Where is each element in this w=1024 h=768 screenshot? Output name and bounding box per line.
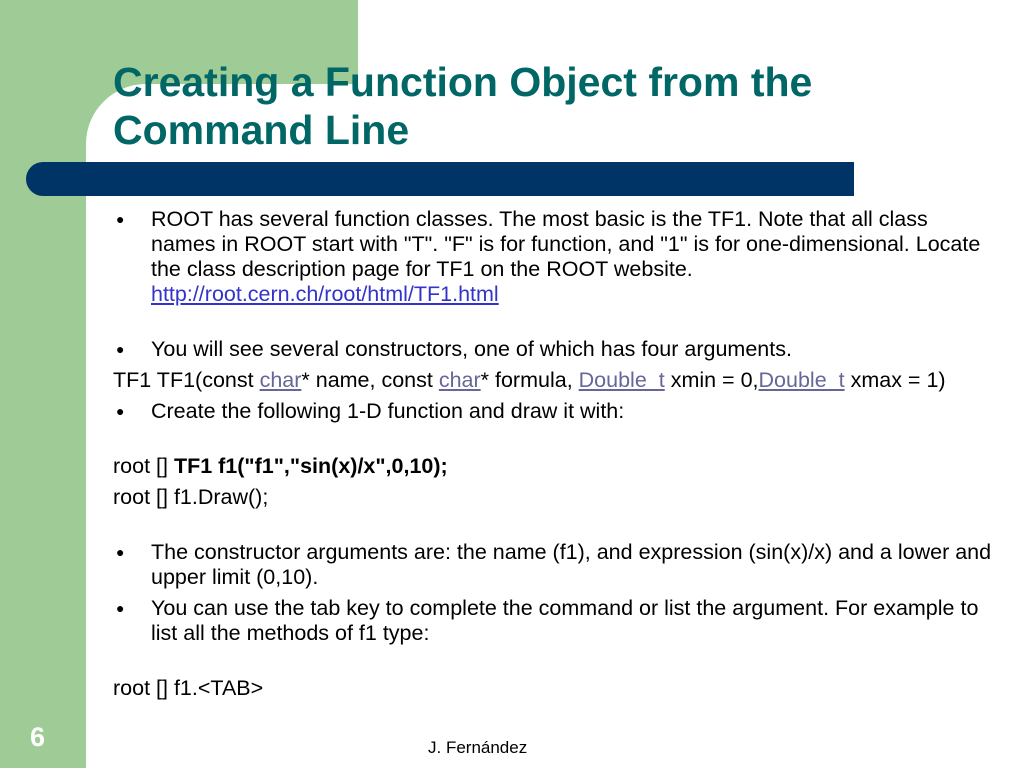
command-bold-code: TF1 f1("f1","sin(x)/x",0,10); — [173, 454, 448, 478]
title-line-1: Creating a Function Object from the — [113, 59, 813, 105]
title-line-2: Command Line — [113, 107, 410, 153]
slide-number: 6 — [30, 722, 46, 752]
bullet-text: You can use the tab key to complete the … — [151, 596, 979, 645]
page-title: Creating a Function Object from the Comm… — [113, 58, 993, 154]
double-type-link[interactable]: Double_t — [758, 368, 845, 392]
bullet-dot-icon: ● — [116, 403, 125, 419]
content-panel — [86, 84, 1024, 768]
command-tab-complete: root [] f1.<TAB> — [113, 676, 264, 700]
bullet-constructors: ● You will see several constructors, one… — [113, 337, 993, 362]
bullet-root-classes: ● ROOT has several function classes. The… — [113, 207, 993, 307]
bullet-dot-icon: ● — [116, 544, 125, 560]
bullet-text: Create the following 1-D function and dr… — [151, 399, 625, 423]
bullet-text: ROOT has several function classes. The m… — [151, 207, 981, 281]
bullet-dot-icon: ● — [116, 211, 125, 227]
title-underline-bar — [26, 162, 854, 196]
bullet-text: You will see several constructors, one o… — [151, 337, 792, 361]
command-create-tf1: root [] TF1 f1("f1","sin(x)/x",0,10); — [113, 454, 448, 478]
bullet-create-function: ● Create the following 1-D function and … — [113, 399, 993, 424]
slide-body: ● ROOT has several function classes. The… — [113, 207, 993, 701]
bullet-dot-icon: ● — [116, 341, 125, 357]
bullet-text: The constructor arguments are: the name … — [151, 540, 992, 589]
constructor-signature: TF1 TF1(const char* name, const char* fo… — [113, 368, 946, 392]
footer-author: J. Fernández — [428, 738, 528, 757]
bullet-tab-key: ● You can use the tab key to complete th… — [113, 596, 993, 646]
bullet-constructor-args: ● The constructor arguments are: the nam… — [113, 540, 993, 590]
command-draw: root [] f1.Draw(); — [113, 485, 269, 509]
double-type-link[interactable]: Double_t — [578, 368, 665, 392]
char-type-link[interactable]: char — [259, 368, 302, 392]
tf1-doc-link[interactable]: http://root.cern.ch/root/html/TF1.html — [151, 282, 499, 306]
char-type-link[interactable]: char — [438, 368, 481, 392]
bullet-dot-icon: ● — [116, 600, 125, 616]
